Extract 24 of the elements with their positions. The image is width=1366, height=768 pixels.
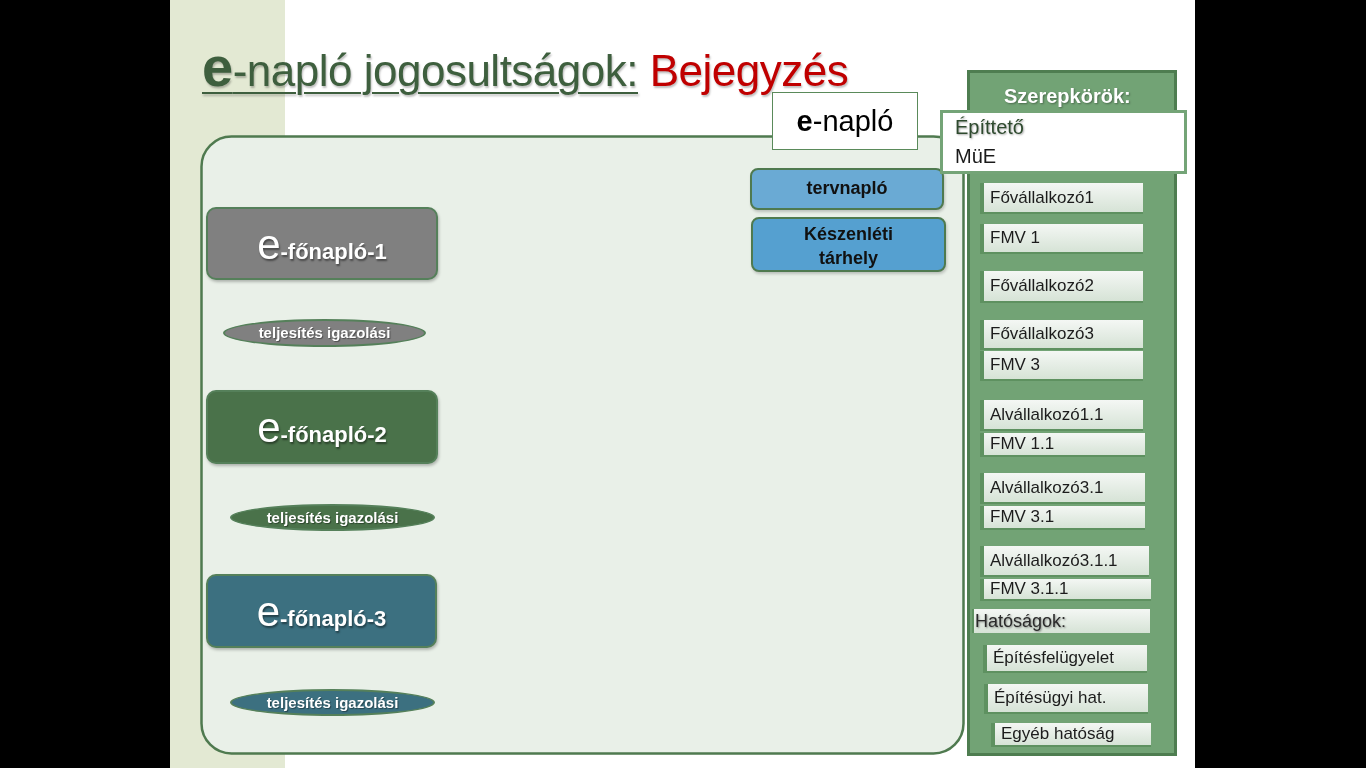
role-tab: Építésügyi hat. [984,684,1148,714]
role-tab: Alvállalkozó1.1 [980,400,1143,431]
journal-box: e-főnapló-3 [206,574,437,648]
category-band: Hatóságok: [972,609,1150,633]
role-tab: Építésfelügyelet [983,645,1147,673]
role-row: MüE [940,143,1187,174]
panel-title-tab: e-napló [772,92,918,150]
role-tab: Fővállalkozó3 [980,320,1143,350]
journal-box: e-főnapló-2 [206,390,438,464]
role-tab: FMV 3 [980,351,1143,381]
role-tab: Egyéb hatóság [991,723,1151,747]
role-row: Építtető [940,110,1187,144]
role-tab: FMV 3.1 [980,506,1145,530]
sidebar-heading: Szerepkörök: [1004,85,1131,108]
role-tab: FMV 1 [980,224,1143,254]
role-tab: Alvállalkozó3.1 [980,473,1145,504]
storage-box: Készenléti tárhely [751,217,946,272]
role-tab: Alvállalkozó3.1.1 [980,546,1149,577]
role-tab: FMV 3.1.1 [980,579,1151,601]
role-tab: Fővállalkozó2 [980,271,1143,303]
storage-box: tervnapló [750,168,944,210]
role-tab: Fővállalkozó1 [980,183,1143,214]
role-tab: FMV 1.1 [980,433,1145,457]
journal-box: e-főnapló-1 [206,207,438,280]
